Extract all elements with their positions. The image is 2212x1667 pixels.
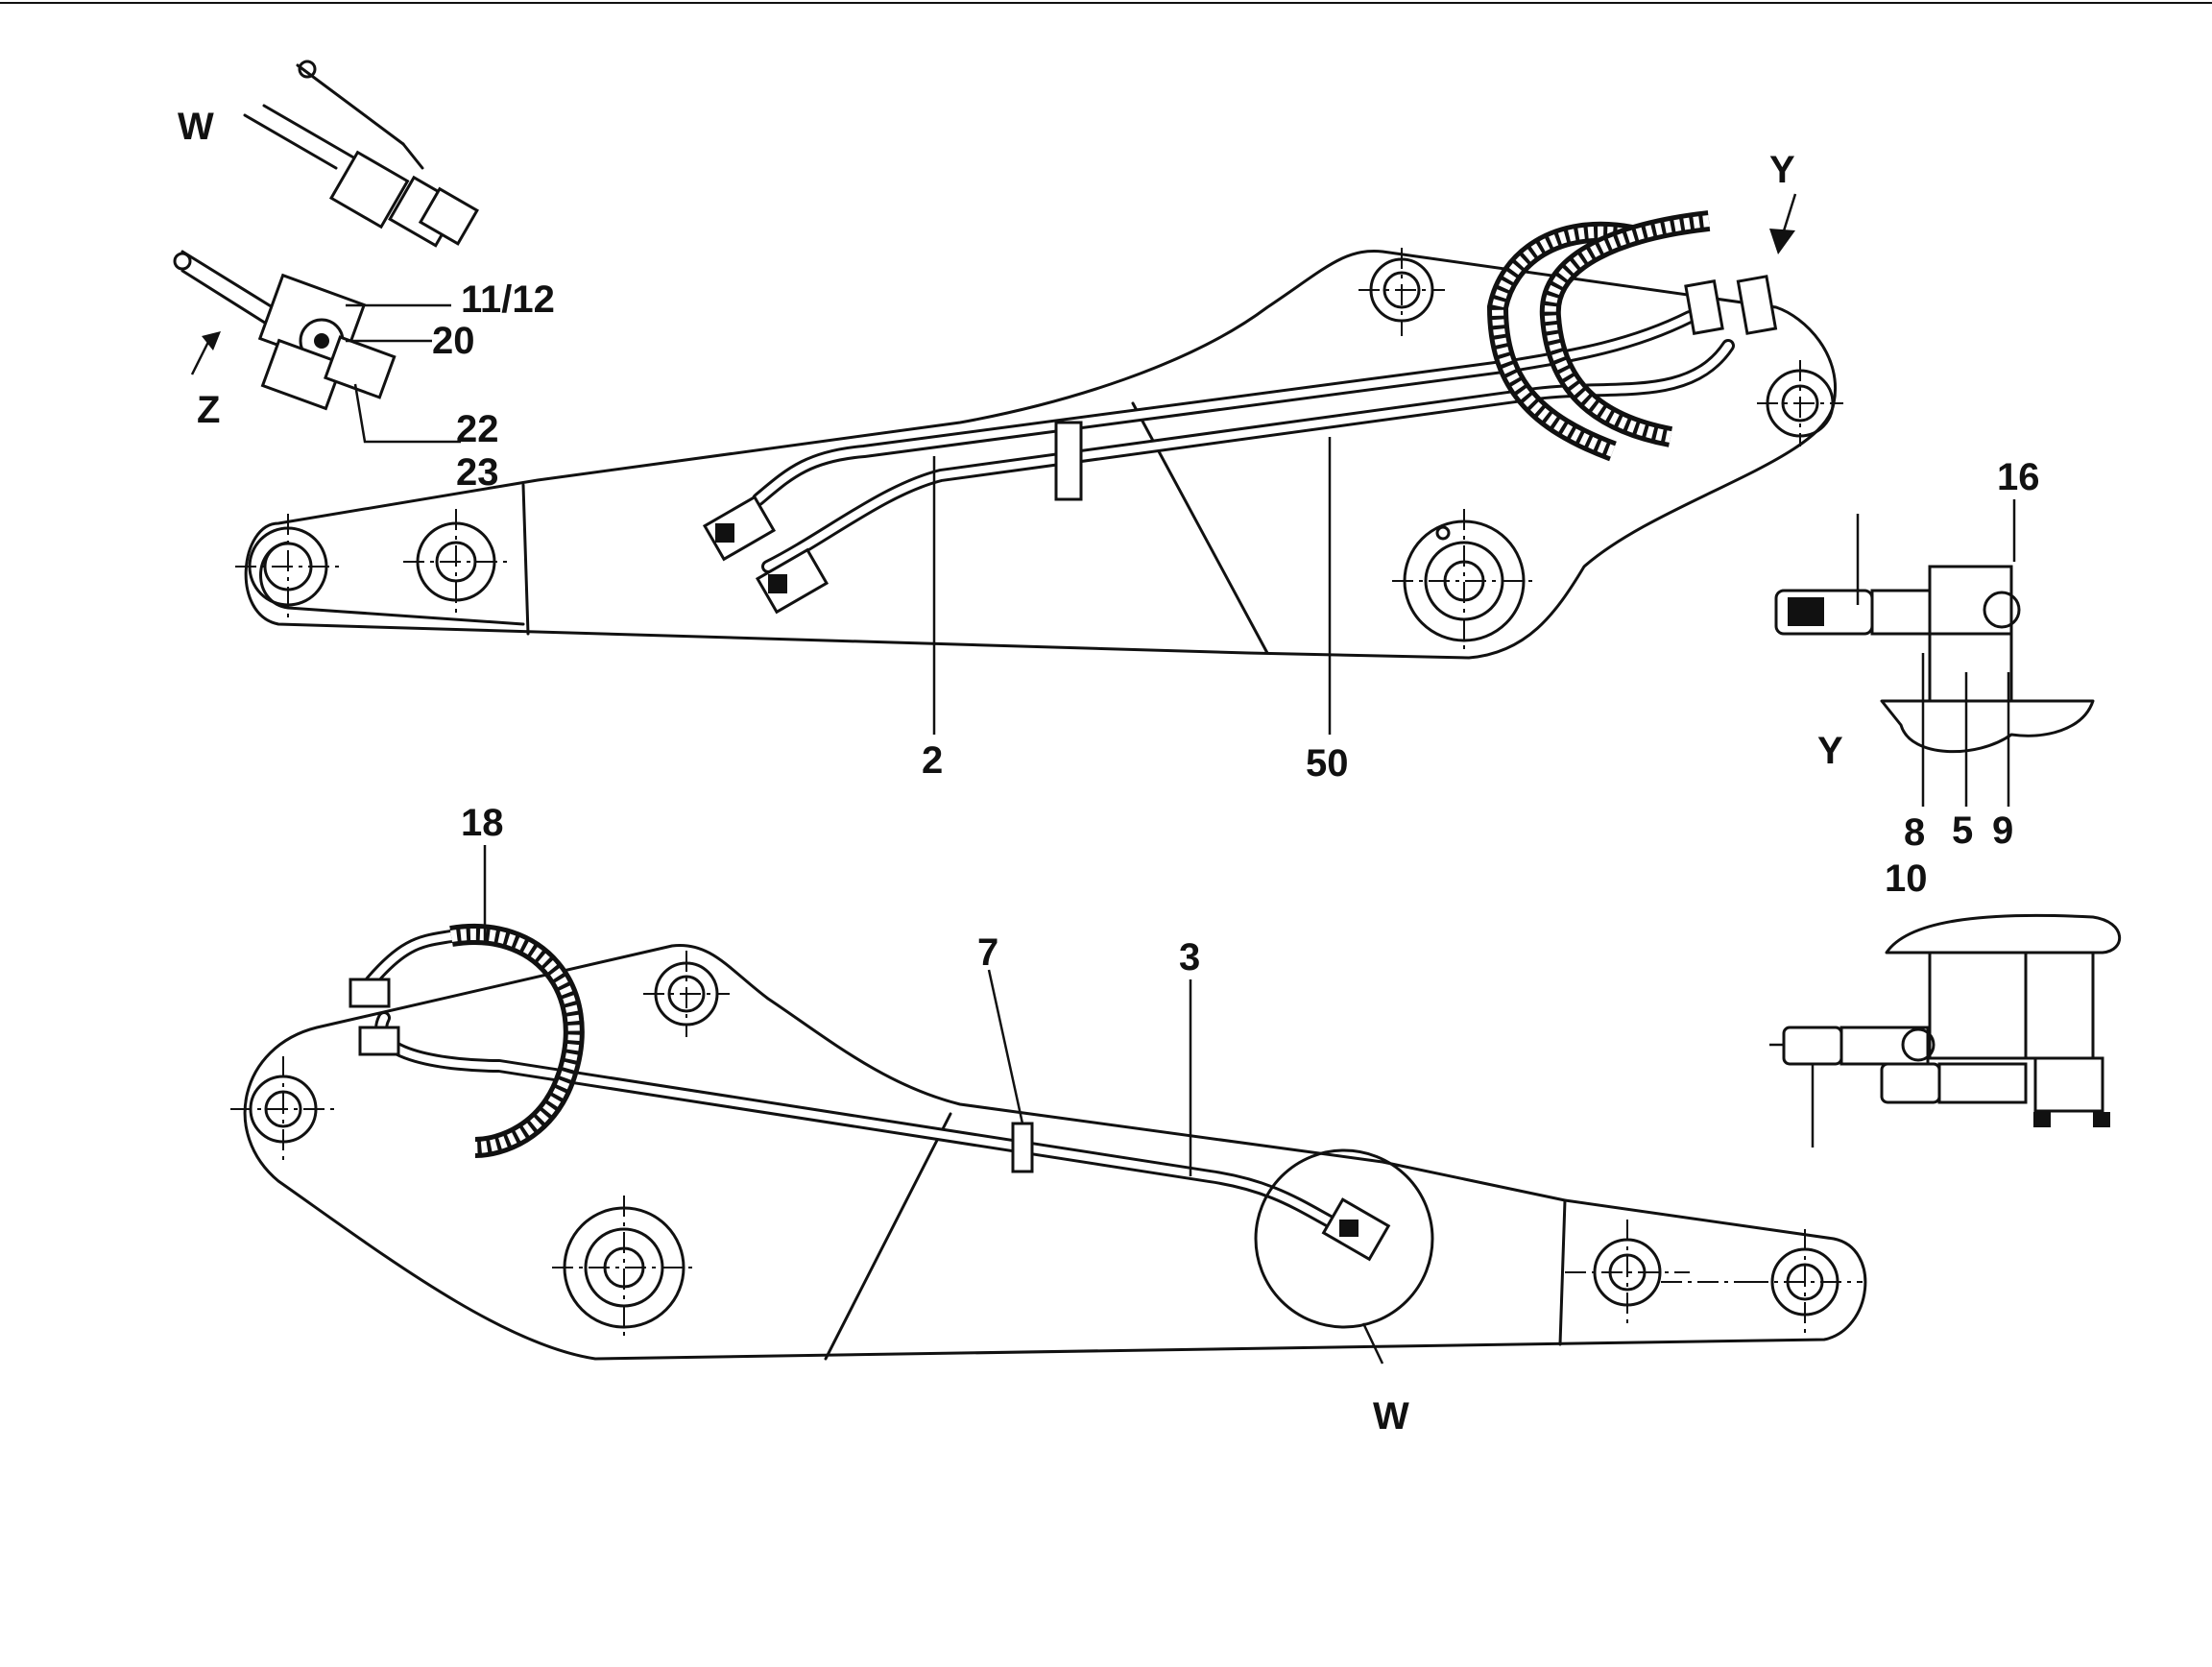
label-5: 5 (1952, 809, 1973, 852)
upper-boom-inner-edge (259, 541, 525, 626)
detail-w-view (243, 60, 479, 248)
lower-fitting-w (1321, 1197, 1391, 1262)
leader-w-bottom (1361, 1322, 1384, 1365)
upper-boom-pin-right (1757, 360, 1843, 447)
upper-boom-pin-center (1392, 509, 1536, 653)
label-50: 50 (1306, 742, 1349, 785)
detail-y-upper (1774, 499, 2095, 807)
lower-boom-outline (243, 943, 1867, 1361)
label-11-12: 11/12 (461, 278, 555, 321)
label-3: 3 (1179, 936, 1200, 978)
lower-clamp-7 (1011, 1122, 1034, 1173)
label-8: 8 (1904, 811, 1925, 854)
lower-fitting-left-2 (358, 1026, 400, 1056)
y-arrow-head (1769, 229, 1795, 254)
label-y-detail: Y (1817, 730, 1843, 772)
lower-fitting-left-1 (349, 978, 391, 1008)
lower-boom-section-line-2 (1558, 1198, 1567, 1346)
lower-boom (230, 845, 1867, 1365)
lower-boom-pin-top (643, 951, 730, 1037)
label-7: 7 (977, 931, 998, 974)
label-9: 9 (1992, 809, 2013, 852)
label-18: 18 (461, 802, 504, 844)
label-10: 10 (1885, 858, 1928, 900)
upper-boom-pin-left (235, 514, 341, 619)
label-23: 23 (456, 451, 499, 494)
label-z: Z (197, 389, 220, 431)
label-16: 16 (1997, 456, 2040, 498)
upper-fitting-right-2 (1736, 275, 1778, 335)
label-y-arrow: Y (1769, 149, 1795, 191)
label-20: 20 (432, 320, 475, 362)
label-w-bottom: W (1373, 1395, 1409, 1437)
lower-boom-pin-center (552, 1196, 696, 1340)
lower-hose-18 (449, 924, 585, 1158)
upper-pipe-50 (761, 339, 1735, 573)
upper-fitting-left-2 (755, 547, 830, 615)
leader-7 (987, 969, 1024, 1124)
lower-boom-section-line-1 (824, 1112, 952, 1361)
upper-boom-pin-2 (403, 509, 509, 615)
upper-clamp-7 (1054, 421, 1083, 501)
upper-boom-pin-top (1358, 248, 1445, 336)
label-2: 2 (922, 739, 943, 782)
label-22: 22 (456, 408, 499, 450)
detail-circle-w (1254, 1148, 1434, 1329)
label-w-top: W (178, 106, 214, 148)
lower-boom-pin-left (230, 1056, 336, 1162)
z-arrow-head (202, 331, 221, 350)
upper-fitting-right-1 (1684, 279, 1724, 335)
detail-z-view (173, 250, 461, 444)
upper-fitting-left-1 (702, 495, 777, 562)
lower-boom-pin-5 (1565, 1220, 1690, 1325)
detail-y-lower (1769, 913, 2121, 1148)
lower-boom-pin-right (1747, 1229, 1863, 1335)
upper-boom-section-line-1 (521, 483, 530, 636)
upper-boom (235, 193, 1843, 735)
upper-hose-loop-2 (1539, 210, 1711, 447)
